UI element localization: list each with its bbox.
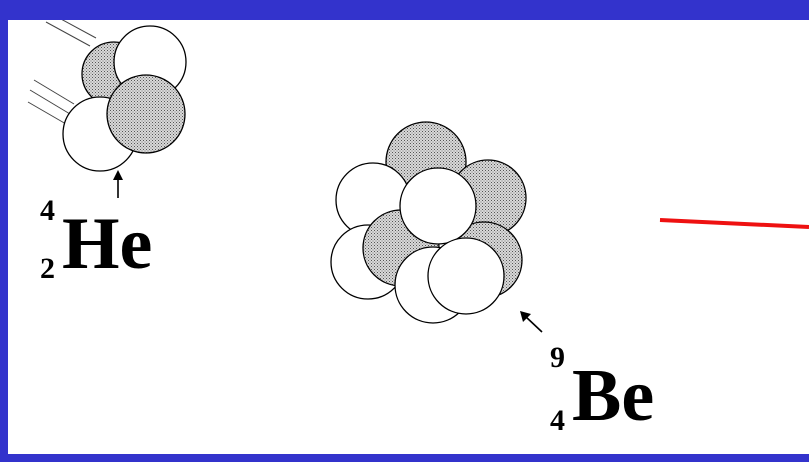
beryllium-mass-number: 9 <box>550 341 565 374</box>
reaction-arrow-line <box>660 220 809 227</box>
beryllium-atomic-number: 4 <box>550 404 565 437</box>
helium-atomic-number: 2 <box>40 252 55 285</box>
proton <box>428 238 504 314</box>
helium-symbol: He <box>62 203 152 285</box>
nuclear-reaction-diagram: 4 2 He 9 4 Be <box>8 20 809 454</box>
neutron <box>107 75 185 153</box>
helium-mass-number: 4 <box>40 194 55 227</box>
beryllium-nucleus <box>331 122 526 323</box>
beryllium-pointer-arrow <box>520 311 542 332</box>
proton <box>400 168 476 244</box>
slide-canvas: 4 2 He 9 4 Be <box>8 20 809 454</box>
helium-nucleus <box>28 20 186 171</box>
helium-pointer-arrow <box>113 170 123 198</box>
beryllium-symbol: Be <box>572 355 654 437</box>
